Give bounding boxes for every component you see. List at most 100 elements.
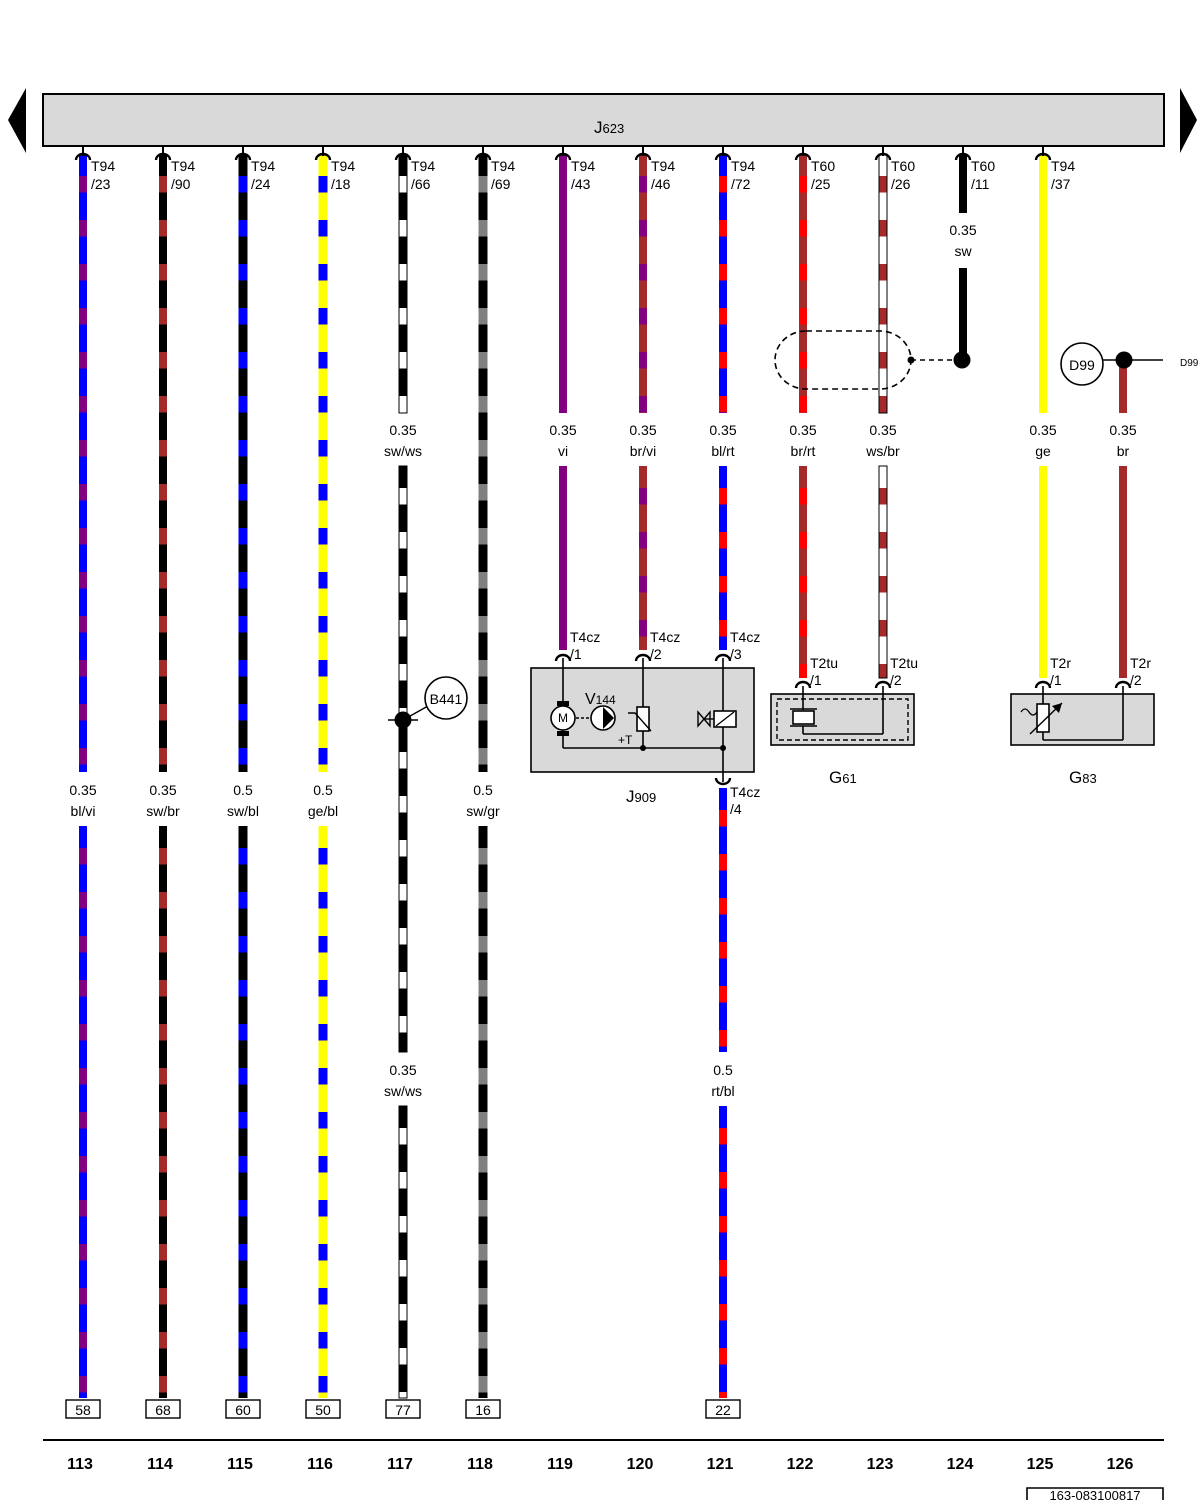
g61-pin1-num: /1: [810, 672, 822, 688]
continuation-box-label: 68: [155, 1402, 171, 1418]
connector-pin-number: /18: [331, 176, 351, 192]
column-number: 113: [67, 1456, 93, 1473]
wire-size-label: 0.35: [949, 222, 976, 238]
connector-pin-number: /90: [171, 176, 191, 192]
wire-color-label: ws/br: [865, 443, 900, 459]
wire-color-label: sw/ws: [384, 1083, 422, 1099]
wire-color-label: br: [1117, 443, 1130, 459]
column-number: 125: [1027, 1456, 1054, 1473]
connector-pin-label: T94: [171, 158, 195, 174]
j909-pin2-label: T4cz: [650, 629, 680, 645]
connector-pin-number: /25: [811, 176, 831, 192]
wire-size-label: 0.35: [69, 782, 96, 798]
document-id-text: 163-083100817: [1049, 1488, 1140, 1500]
g61-pin2-num: /2: [890, 672, 902, 688]
column-number: 114: [147, 1456, 173, 1473]
j909-label: J909: [626, 787, 656, 806]
connector-pin-label: T94: [651, 158, 675, 174]
connector-pin-number: /69: [491, 176, 511, 192]
g83-pin2-socket: [1114, 680, 1132, 689]
j909-pin3-label: T4cz: [730, 629, 760, 645]
wire-size-label: 0.5: [713, 1062, 733, 1078]
component-g83: G83: [1010, 686, 1155, 787]
continuation-box-label: 22: [715, 1402, 731, 1418]
shield-ground-splice: [953, 351, 971, 369]
connector-pin-number: /72: [731, 176, 751, 192]
column-number: 115: [227, 1456, 253, 1473]
component-connectors: T4cz /1 T4cz /2 T4cz /3 T4cz /4 T2tu /1 …: [554, 629, 1151, 817]
wire-color-label: br/rt: [791, 443, 816, 459]
wire-size-label: 0.35: [629, 422, 656, 438]
connector-pin-number: /23: [91, 176, 111, 192]
component-j909: M V144 +T J909: [530, 658, 755, 806]
j909-pin1-socket: [554, 653, 572, 662]
continuation-box-label: 16: [475, 1402, 491, 1418]
connector-pin-label: T94: [251, 158, 275, 174]
wire-size-label: 0.35: [389, 1062, 416, 1078]
continuation-box: [145, 1399, 181, 1419]
connector-pin-label: T94: [91, 158, 115, 174]
wire-size-label: 0.5: [233, 782, 253, 798]
wire-color-label: sw/gr: [466, 803, 500, 819]
connector-pin-label: T94: [411, 158, 435, 174]
continuation-box-label: 77: [395, 1402, 411, 1418]
connector-pin-label: T94: [731, 158, 755, 174]
wire-color-label: sw/br: [146, 803, 180, 819]
g83-pin2-num: /2: [1130, 672, 1142, 688]
g61-pin2-socket: [874, 680, 892, 689]
j909-pin3-socket: [714, 653, 732, 662]
wire-size-label: 0.35: [549, 422, 576, 438]
connector-pin-label: T94: [571, 158, 595, 174]
wire-color-label: rt/bl: [711, 1083, 734, 1099]
column-number: 118: [467, 1456, 493, 1473]
g83-pin1-label: T2r: [1050, 655, 1071, 671]
next-page-arrow[interactable]: [1180, 88, 1197, 153]
column-number: 123: [867, 1456, 894, 1473]
d99-ref-label: D99: [1180, 358, 1199, 369]
d99-label: D99: [1069, 357, 1095, 373]
wire-color-label: ge/bl: [308, 803, 338, 819]
v144-label: V144: [585, 691, 616, 708]
wire-color-label: bl/rt: [711, 443, 734, 459]
j909-pin4-socket: [714, 777, 732, 786]
connector-pin-number: /26: [891, 176, 911, 192]
g83-label: G83: [1069, 768, 1097, 787]
control-unit-label: J623: [594, 118, 624, 137]
continuation-box: [705, 1399, 741, 1419]
wire-outline: [398, 1105, 408, 1399]
connector-pin-number: /37: [1051, 176, 1071, 192]
wire-color-label: bl/vi: [71, 803, 96, 819]
j909-pin2-num: /2: [650, 646, 662, 662]
wire-color-label: ge: [1035, 443, 1051, 459]
wire-color-label: sw: [954, 243, 972, 259]
g83-pin1-socket: [1034, 680, 1052, 689]
previous-page-arrow[interactable]: [8, 88, 26, 153]
connector-pin-number: /24: [251, 176, 271, 192]
splice-d99: D99 D99: [1060, 342, 1199, 386]
connector-pin-number: /11: [971, 176, 990, 192]
g61-pin1-label: T2tu: [810, 655, 838, 671]
column-number: 116: [307, 1456, 333, 1473]
j909-pin3-num: /3: [730, 646, 742, 662]
temp-label: +T: [618, 733, 633, 747]
continuation-box-label: 58: [75, 1402, 91, 1418]
wire-color-label: vi: [558, 443, 568, 459]
wire-size-label: 0.35: [869, 422, 896, 438]
column-number: 126: [1107, 1456, 1134, 1473]
wire-outline: [878, 465, 888, 679]
d99-splice-dot: [1115, 351, 1133, 369]
column-number: 119: [547, 1456, 573, 1473]
knock-sensor-icon: [792, 710, 815, 725]
wire-size-label: 0.5: [473, 782, 493, 798]
wire-size-label: 0.35: [1029, 422, 1056, 438]
g83-pin1-num: /1: [1050, 672, 1062, 688]
column-number: 122: [787, 1456, 814, 1473]
